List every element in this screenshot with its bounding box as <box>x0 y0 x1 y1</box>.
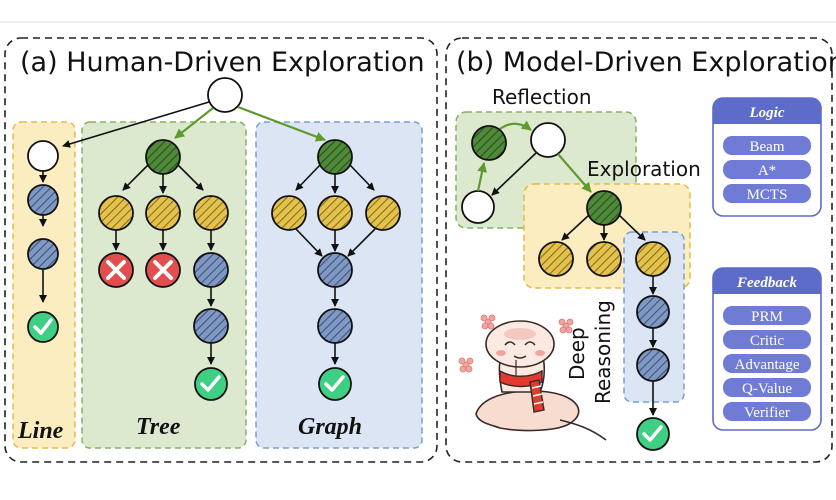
tree-check-icon <box>194 367 228 401</box>
logic-card: Logic Beam A* MCTS <box>712 97 822 217</box>
tree-label: Tree <box>136 414 181 440</box>
feedback-item: Advantage <box>735 357 800 373</box>
logic-item: A* <box>758 163 776 179</box>
reasoning-label: Reasoning <box>591 300 615 404</box>
line-chain <box>27 140 59 343</box>
snake-mascot-icon <box>458 314 607 441</box>
feedback-card-title: Feedback <box>736 275 797 291</box>
graph-structure <box>271 139 401 401</box>
graph-check-icon <box>318 367 352 401</box>
root-node <box>207 77 243 113</box>
logic-item: Beam <box>750 139 785 155</box>
feedback-item: Q-Value <box>742 381 792 397</box>
feedback-item: Critic <box>750 333 785 349</box>
panel-a: (a) Human-Driven Exploration Line <box>4 37 438 463</box>
panel-a-title: (a) Human-Driven Exploration <box>20 47 425 78</box>
graph-label: Graph <box>298 414 362 440</box>
logic-item: MCTS <box>747 187 788 203</box>
reflection-label: Reflection <box>492 85 592 109</box>
feedback-item: Verifier <box>744 405 790 421</box>
line-label: Line <box>17 418 64 444</box>
panel-b: (b) Model-Driven Exploration Reflection … <box>445 37 836 463</box>
tree-structure <box>98 139 229 401</box>
deep-label: Deep <box>565 327 589 380</box>
fail-icon <box>98 252 134 288</box>
feedback-card: Feedback PRM Critic Advantage Q-Value Ve… <box>712 267 822 431</box>
feedback-item: PRM <box>751 309 783 325</box>
panel-b-title: (b) Model-Driven Exploration <box>456 47 836 78</box>
fail-icon <box>145 252 181 288</box>
line-check-icon <box>27 311 59 343</box>
exploration-label: Exploration <box>587 157 701 181</box>
logic-card-title: Logic <box>749 105 785 121</box>
deep-check-icon <box>636 417 670 451</box>
